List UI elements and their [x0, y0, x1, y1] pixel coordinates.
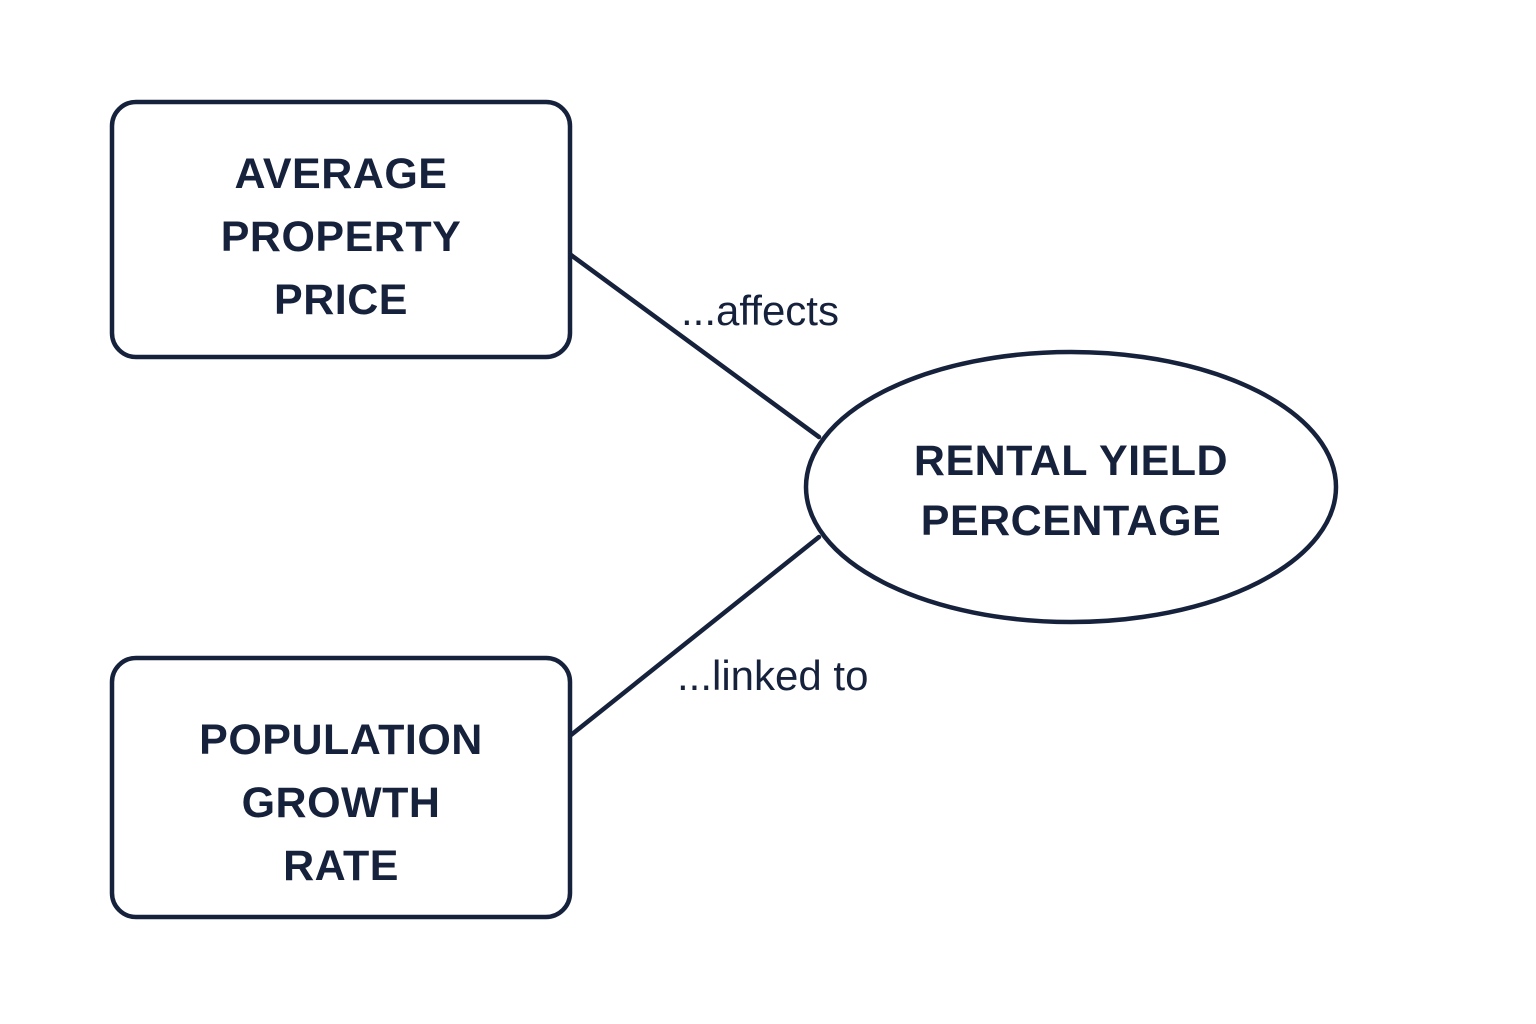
- edge-label-linked-to: ...linked to: [677, 652, 868, 699]
- node-rental-yield-percentage-line-1: RENTAL YIELD: [914, 437, 1228, 485]
- node-population-growth-rate-line-3: RATE: [283, 842, 399, 890]
- node-population-growth-rate[interactable]: POPULATION GROWTH RATE: [109, 655, 573, 920]
- connector-average-property-price-to-rental-yield: [568, 252, 822, 440]
- edge-label-affects: ...affects: [681, 287, 839, 334]
- node-population-growth-rate-line-2: GROWTH: [242, 779, 441, 827]
- connector-population-growth-rate-to-rental-yield: [568, 534, 822, 738]
- node-average-property-price[interactable]: AVERAGE PROPERTY PRICE: [109, 99, 573, 360]
- node-average-property-price-shape[interactable]: [109, 99, 573, 360]
- node-average-property-price-line-1: AVERAGE: [235, 150, 448, 198]
- node-rental-yield-percentage[interactable]: RENTAL YIELD PERCENTAGE: [803, 349, 1339, 625]
- node-population-growth-rate-shape[interactable]: [109, 655, 573, 920]
- node-rental-yield-percentage-line-2: PERCENTAGE: [921, 497, 1221, 545]
- node-average-property-price-line-2: PROPERTY: [221, 213, 462, 261]
- node-rental-yield-percentage-shape[interactable]: [803, 349, 1339, 625]
- node-population-growth-rate-line-1: POPULATION: [199, 716, 483, 764]
- node-average-property-price-line-3: PRICE: [274, 276, 408, 324]
